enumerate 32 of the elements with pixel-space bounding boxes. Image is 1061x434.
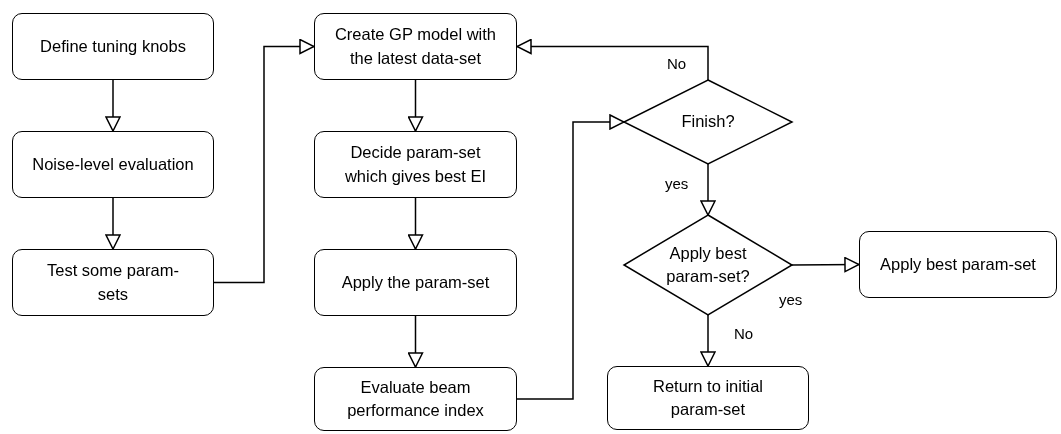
arrow <box>516 114 625 400</box>
node-text: Finish? <box>680 111 736 133</box>
arrow <box>516 38 709 81</box>
process-box <box>607 366 809 430</box>
process-box <box>12 131 214 198</box>
node-text: Noise-level evaluation <box>31 153 195 175</box>
process-box <box>859 231 1057 298</box>
arrow <box>105 197 121 250</box>
decision-diamond <box>624 80 792 164</box>
node-text: Evaluate beam performance index <box>346 376 485 421</box>
node-text: Apply the param-set <box>340 271 491 293</box>
arrow <box>213 38 315 284</box>
node-text: Apply best param-set? <box>665 242 751 287</box>
arrow <box>791 256 860 273</box>
node-text: Test some param-sets <box>45 260 180 305</box>
node-text: Return to initial param-set <box>651 375 765 420</box>
process-box <box>314 131 517 198</box>
node-text: Decide param-set which gives best EI <box>343 142 488 187</box>
arrow <box>105 79 121 132</box>
process-box <box>314 367 517 431</box>
process-box <box>12 13 214 80</box>
arrow <box>700 314 716 367</box>
process-box <box>314 249 517 316</box>
arrow <box>407 79 424 132</box>
arrow <box>407 197 424 250</box>
node-text: Create GP model with the latest data-set <box>333 24 498 69</box>
node-text: Define tuning knobs <box>39 35 187 57</box>
process-box <box>12 249 214 316</box>
arrow <box>407 315 424 368</box>
process-box <box>314 13 517 80</box>
node-text: Apply best param-set <box>879 253 1037 275</box>
arrow <box>700 163 716 216</box>
